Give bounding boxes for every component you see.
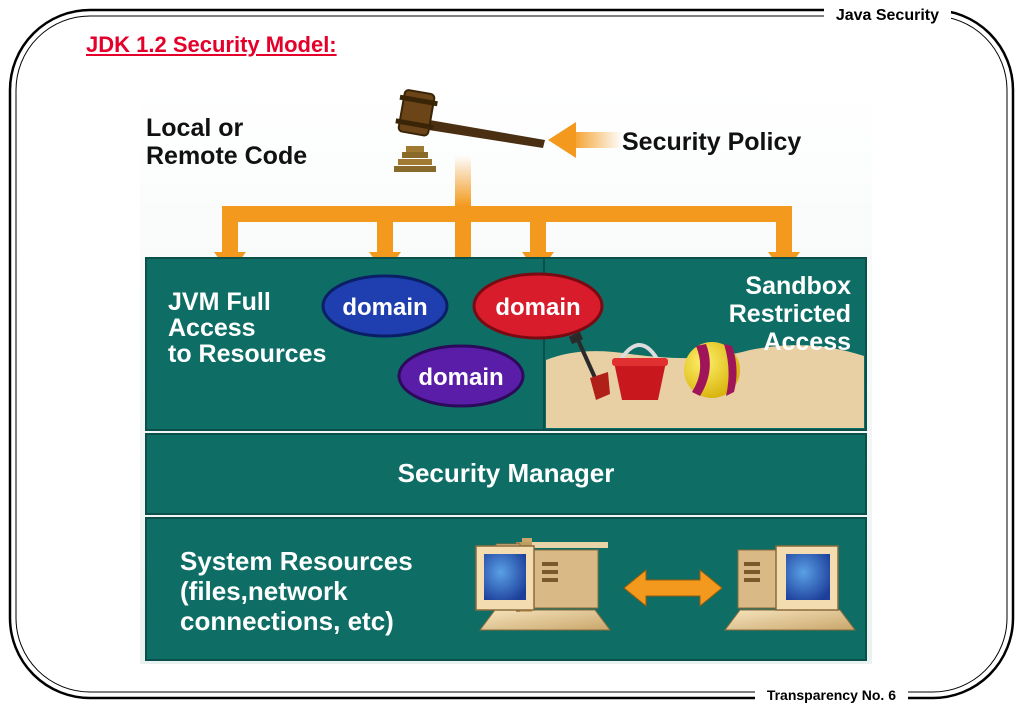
domain-label-blue: domain: [342, 294, 427, 321]
policy-arrow: [548, 122, 622, 158]
bucket-icon: [612, 343, 668, 400]
computer-screen-right: [775, 545, 839, 611]
code-label-line1: Local or: [146, 114, 244, 142]
policy-label: Security Policy: [622, 128, 801, 156]
course-title: Java Security: [823, 8, 951, 24]
shovel-icon: [568, 331, 610, 400]
computer-icon-right: [724, 549, 856, 631]
system-label-line1: System Resources: [180, 546, 413, 576]
sandbox-label-line1: Sandbox: [745, 272, 851, 300]
computer-screen-left: [475, 545, 535, 611]
domain-label-red: domain: [495, 294, 580, 321]
jvm-label-line2: Access: [168, 314, 256, 342]
system-label-line2: (files,network: [180, 576, 348, 606]
jvm-label-line3: to Resources: [168, 340, 326, 368]
policy-trunk: [455, 156, 471, 206]
beach-ball-icon: [684, 342, 740, 398]
transparency-number: Transparency No. 6: [754, 688, 908, 702]
security-manager-panel: [145, 433, 867, 515]
domain-purple: [397, 344, 525, 408]
slide-title: JDK 1.2 Security Model:: [86, 32, 337, 57]
sandbox-label-line3: Access: [763, 328, 851, 356]
network-double-arrow: [623, 568, 723, 608]
system-label-line3: connections, etc): [180, 606, 394, 636]
sandbox-label-line2: Restricted: [729, 300, 851, 328]
domain-red: [472, 272, 604, 340]
code-label-line2: Remote Code: [146, 142, 307, 170]
domain-label-purple: domain: [418, 364, 503, 391]
gavel-icon: [394, 89, 545, 172]
domain-blue: [321, 274, 449, 338]
jvm-label-line1: JVM Full: [168, 288, 271, 316]
security-manager-label: Security Manager: [398, 458, 615, 488]
security-model-diagram: Local or Remote Code Security Policy JVM…: [140, 88, 872, 664]
